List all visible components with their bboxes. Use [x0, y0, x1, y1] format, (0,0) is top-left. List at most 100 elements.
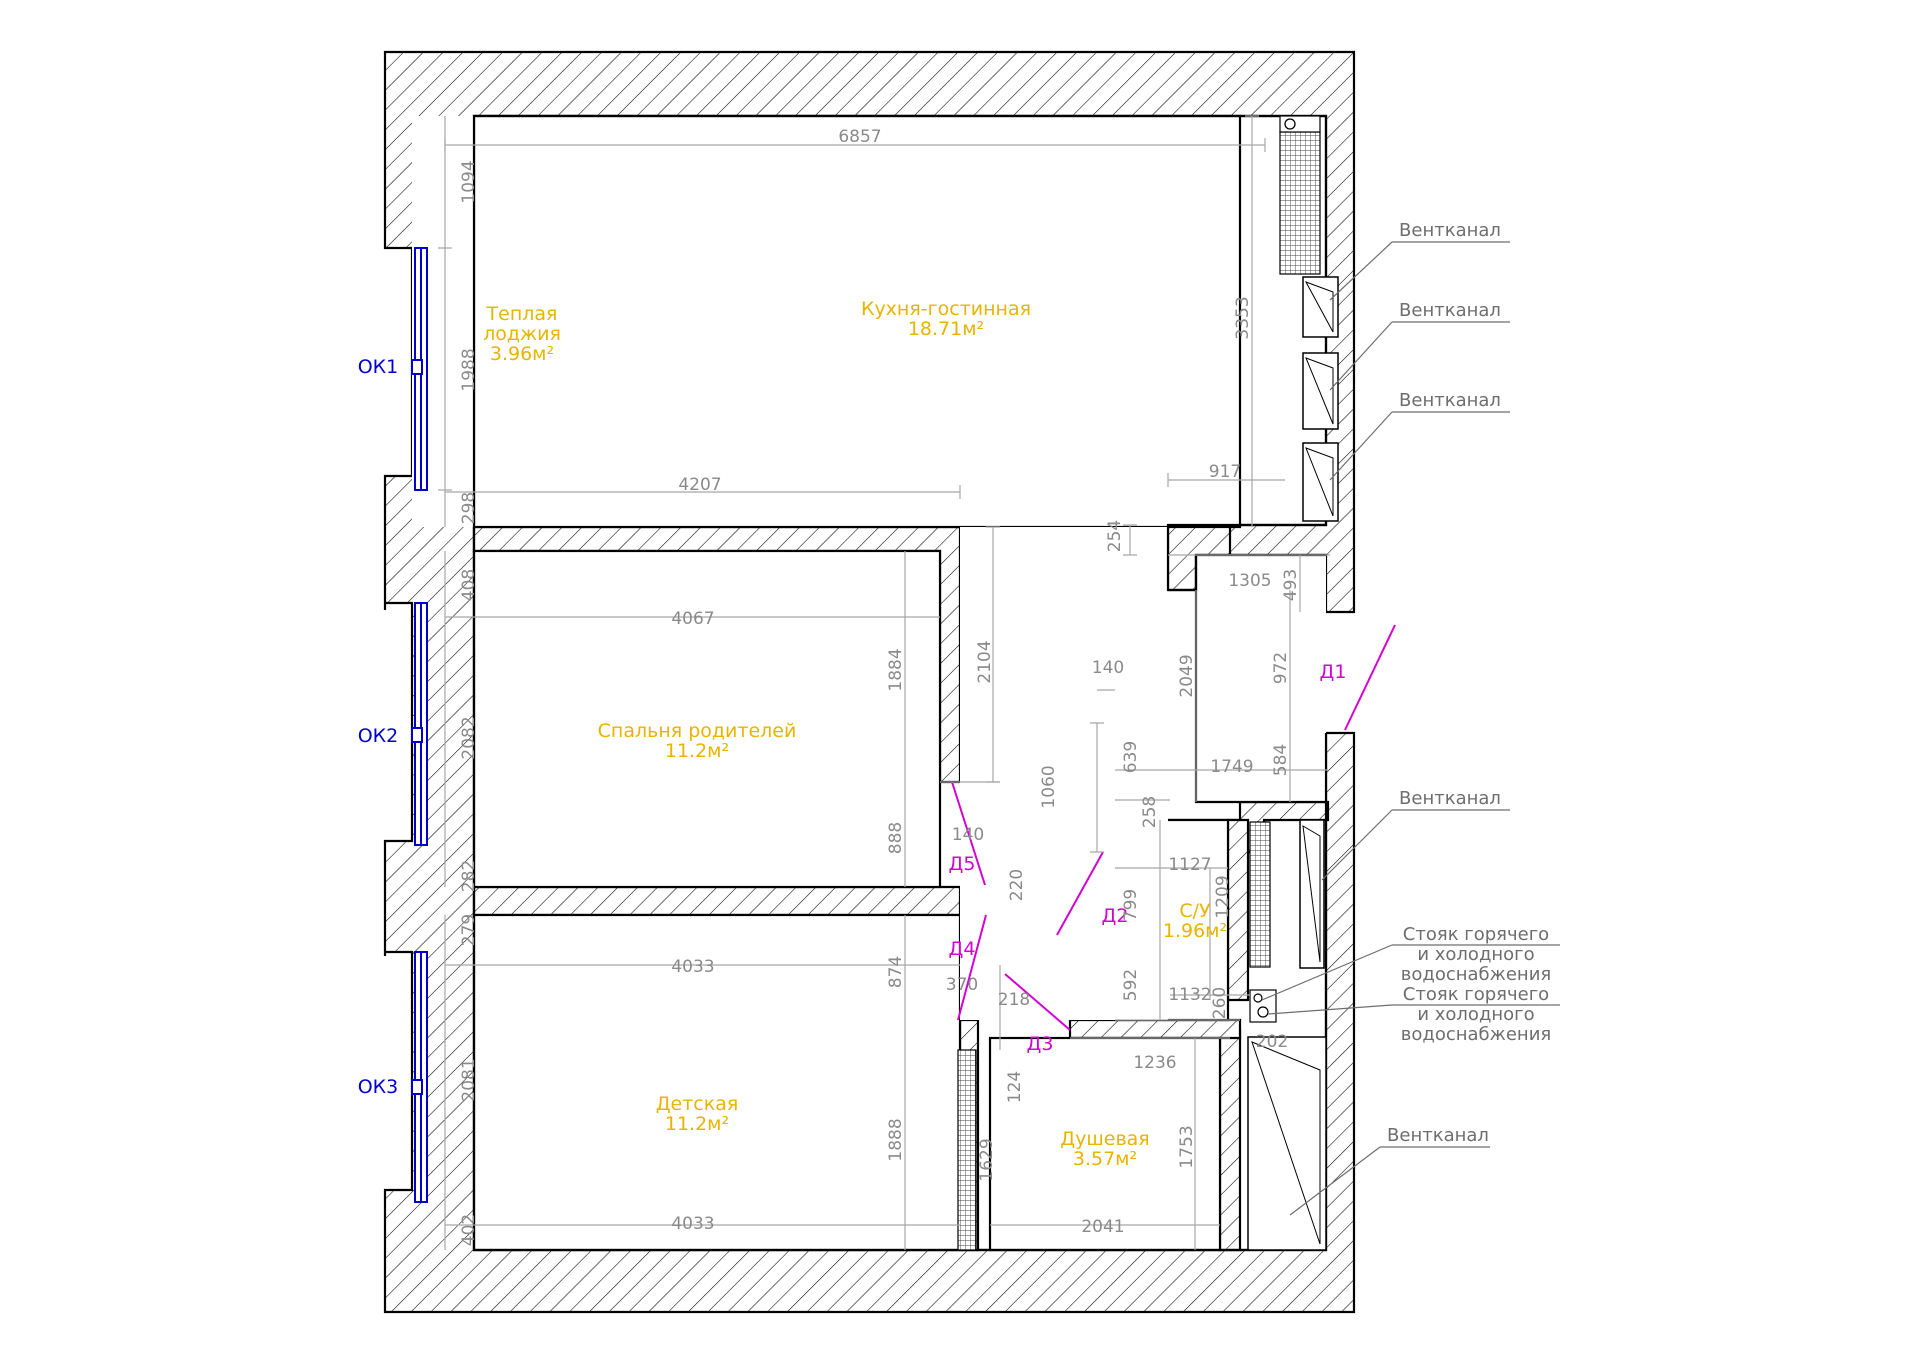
dim-888: 888	[886, 822, 906, 854]
dim-1060: 1060	[1039, 765, 1059, 808]
partition-shower-top	[1068, 1018, 1242, 1040]
vent-label-2: Вентканал	[1399, 300, 1501, 321]
dimension-labels-vertical: 1094 1988 298 3353 254 493 408 1884 2104…	[459, 160, 1301, 1246]
dim-1749: 1749	[1210, 757, 1253, 777]
dim-1629: 1629	[977, 1138, 997, 1181]
door-d5-swing	[951, 781, 986, 886]
door-swings	[951, 624, 1396, 1031]
dim-4033b: 4033	[671, 1214, 714, 1234]
room-area-shower: 3.57м²	[1073, 1148, 1137, 1170]
window-label-ok1: ОК1	[358, 356, 399, 378]
dim-592: 592	[1121, 969, 1141, 1001]
door-label-d5: Д5	[949, 853, 976, 875]
door-label-d1: Д1	[1320, 661, 1347, 683]
dim-874: 874	[886, 956, 906, 988]
dim-1753: 1753	[1177, 1125, 1197, 1168]
dim-6857: 6857	[838, 127, 881, 147]
vent-duct-2	[1302, 352, 1339, 430]
dim-2082: 2082	[459, 716, 479, 759]
room-area-kitchen: 18.71м²	[908, 318, 984, 340]
riser-label-1-line1: Стояк горячего	[1403, 924, 1549, 945]
riser-label-1-line2: и холодного	[1417, 944, 1534, 965]
dim-972: 972	[1271, 652, 1291, 684]
dim-370: 370	[946, 975, 978, 995]
shower-interior	[988, 1036, 1222, 1252]
dim-799: 799	[1121, 889, 1141, 921]
dim-4207: 4207	[678, 475, 721, 495]
door-label-d4: Д4	[949, 938, 976, 960]
window-label-ok3: ОК3	[358, 1076, 399, 1098]
room-name-shower: Душевая	[1060, 1128, 1149, 1150]
door-d2-swing	[1056, 851, 1104, 936]
dim-1209: 1209	[1213, 875, 1233, 918]
riser-top-pipe	[1284, 118, 1296, 130]
room-name-loggia-2: лоджия	[483, 323, 561, 345]
kitchen-tile-column	[1279, 131, 1321, 275]
room-name-wc: С/У	[1179, 900, 1211, 922]
shower-tile-column	[957, 1049, 977, 1251]
dim-1305: 1305	[1228, 571, 1271, 591]
windows	[411, 247, 428, 1203]
dimension-labels: 6857 4207 917 1305 4067 140 140 1749 112…	[671, 127, 1288, 1237]
wc-tile-column	[1249, 821, 1271, 968]
door-d1-swing	[1344, 624, 1396, 731]
riser-label-2-line1: Стояк горячего	[1403, 984, 1549, 1005]
room-area-loggia: 3.96м²	[490, 343, 554, 365]
riser-label-2-line2: и холодного	[1417, 1004, 1534, 1025]
riser-wc-pipe-2	[1257, 1006, 1269, 1018]
dim-2081: 2081	[459, 1058, 479, 1101]
dim-1236: 1236	[1133, 1053, 1176, 1073]
riser-wc-pipe-1	[1253, 993, 1263, 1003]
dim-917: 917	[1209, 462, 1241, 482]
room-name-bedroom: Спальня родителей	[598, 720, 797, 742]
riser-label-1-line3: водоснабжения	[1401, 964, 1551, 985]
dim-298: 298	[459, 492, 479, 524]
corridor-interior	[960, 527, 1168, 1020]
vent-duct-5	[1247, 1036, 1327, 1251]
dim-4067: 4067	[671, 609, 714, 629]
vent-label-3: Вентканал	[1399, 390, 1501, 411]
window-label-ok2: ОК2	[358, 725, 399, 747]
vent-label-4: Вентканал	[1399, 788, 1501, 809]
dim-3353: 3353	[1233, 296, 1253, 339]
dim-493: 493	[1281, 569, 1301, 601]
dim-1132: 1132	[1168, 985, 1211, 1005]
partition-bedroom-children	[472, 885, 962, 917]
dim-279: 279	[459, 914, 479, 946]
dim-1888: 1888	[886, 1118, 906, 1161]
door-d3-swing	[1004, 973, 1071, 1031]
room-area-wc: 1.96м²	[1163, 920, 1227, 942]
dim-282: 282	[459, 860, 479, 892]
vent-label-1: Вентканал	[1399, 220, 1501, 241]
room-name-kitchen: Кухня-гостинная	[861, 298, 1031, 320]
door-label-d3: Д3	[1027, 1033, 1054, 1055]
door-label-d2: Д2	[1102, 905, 1129, 927]
dim-402: 402	[459, 1214, 479, 1246]
callout-leaders	[1261, 241, 1560, 1216]
dimension-lines	[438, 115, 1330, 1250]
window-labels: ОК1 ОК2 ОК3	[358, 356, 399, 1098]
partition-shower-right	[1218, 1028, 1242, 1252]
dim-1884: 1884	[886, 648, 906, 691]
bedroom-interior	[472, 549, 942, 889]
dim-2041: 2041	[1081, 1217, 1124, 1237]
callout-labels: Вентканал Вентканал Вентканал Вентканал …	[1387, 220, 1551, 1146]
room-interiors	[412, 114, 1326, 1252]
dim-1094: 1094	[459, 160, 479, 203]
dim-202: 202	[1256, 1032, 1288, 1052]
dim-220: 220	[1007, 869, 1027, 901]
dim-124: 124	[1005, 1071, 1025, 1103]
dim-258: 258	[1140, 796, 1160, 828]
dim-2104: 2104	[975, 640, 995, 683]
dim-260: 260	[1210, 987, 1230, 1019]
dim-140b: 140	[1092, 658, 1124, 678]
room-name-children: Детская	[656, 1093, 739, 1115]
dim-1127: 1127	[1168, 855, 1211, 875]
door-d4-swing	[957, 914, 987, 1021]
room-area-children: 11.2м²	[665, 1113, 729, 1135]
dim-254: 254	[1105, 520, 1125, 552]
riser-label-2-line3: водоснабжения	[1401, 1024, 1551, 1045]
room-area-bedroom: 11.2м²	[665, 740, 729, 762]
dim-218: 218	[998, 990, 1030, 1010]
dim-2049: 2049	[1177, 654, 1197, 697]
